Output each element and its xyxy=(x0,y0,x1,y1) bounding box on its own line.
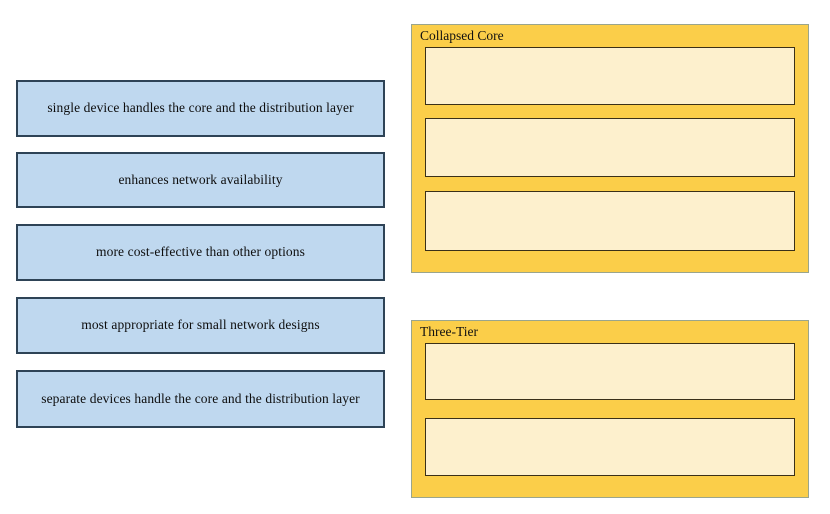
drop-slot-collapsed-core-3[interactable] xyxy=(425,191,795,251)
draggable-option-label: separate devices handle the core and the… xyxy=(41,390,360,406)
category-panel-three-tier[interactable]: Three-Tier xyxy=(411,320,809,498)
draggable-option-2[interactable]: enhances network availability xyxy=(16,152,385,208)
draggable-option-4[interactable]: most appropriate for small network desig… xyxy=(16,297,385,354)
draggable-option-label: single device handles the core and the d… xyxy=(47,100,354,116)
draggable-option-1[interactable]: single device handles the core and the d… xyxy=(16,80,385,137)
draggable-option-3[interactable]: more cost-effective than other options xyxy=(16,224,385,281)
draggable-option-label: more cost-effective than other options xyxy=(96,244,305,260)
draggable-option-5[interactable]: separate devices handle the core and the… xyxy=(16,370,385,428)
category-title-three-tier: Three-Tier xyxy=(420,324,478,339)
draggable-option-label: most appropriate for small network desig… xyxy=(81,317,320,333)
drop-slot-collapsed-core-2[interactable] xyxy=(425,118,795,177)
category-title-collapsed-core: Collapsed Core xyxy=(420,28,504,43)
draggable-option-label: enhances network availability xyxy=(118,171,283,187)
drop-slot-three-tier-1[interactable] xyxy=(425,343,795,400)
drop-slot-collapsed-core-1[interactable] xyxy=(425,47,795,105)
category-panel-collapsed-core[interactable]: Collapsed Core xyxy=(411,24,809,273)
drop-slot-three-tier-2[interactable] xyxy=(425,418,795,476)
